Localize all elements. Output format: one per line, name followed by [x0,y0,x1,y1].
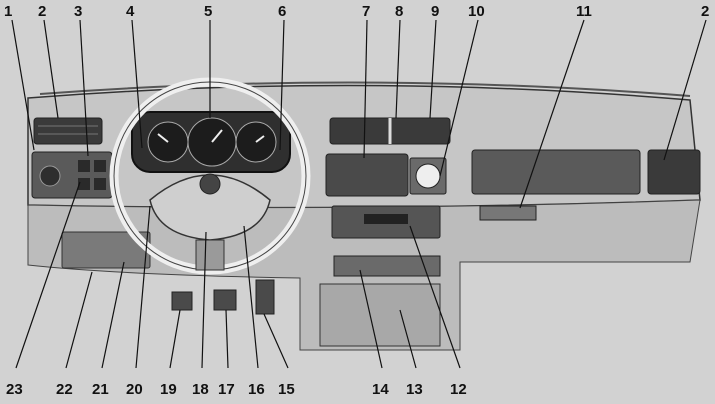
callout-23: 23 [6,381,23,398]
callout-22: 22 [56,381,73,398]
leader-line [429,19,437,119]
leader-line [131,19,143,149]
leader-line [519,19,585,209]
leader-line [439,19,479,177]
gauge-needle [211,129,223,143]
leader-line [79,19,89,157]
right-air-vent [647,149,701,195]
callout-12: 12 [450,381,467,398]
leader-line [409,225,461,369]
callout-15: 15 [278,381,295,398]
callout-17: 17 [218,381,235,398]
callout-18: 18 [192,381,209,398]
bottom-callouts: 23 22 21 20 19 18 17 16 15 14 13 12 [6,381,467,398]
leader-line [663,19,707,161]
left-air-vent [33,117,103,145]
callout-2-right: 2 [701,3,709,20]
clutch-pedal [171,291,193,311]
horn-emblem [199,173,221,195]
steering-column [195,239,225,271]
gauge-needle [157,133,169,143]
leader-line [363,19,368,159]
steering-wheel-hub [149,174,271,241]
leader-line [201,231,207,369]
leader-line [243,225,259,369]
callout-14: 14 [372,381,389,398]
callout-3: 3 [74,3,82,20]
glovebox-switches [479,205,537,221]
leader-line [169,309,181,369]
accelerator-pedal [255,279,275,315]
leader-line [395,19,401,119]
leader-line [225,309,229,369]
callout-5: 5 [204,3,212,20]
leader-line [263,313,289,369]
brake-pedal [213,289,237,311]
light-switch-knob [39,165,61,187]
callout-1: 1 [4,3,12,20]
leader-line [359,269,383,369]
switch-button [94,178,106,190]
windshield-edge [39,81,691,97]
leader-line [279,19,285,151]
heater-control-panel [325,153,409,197]
callout-8: 8 [395,3,403,20]
leader-line [65,271,93,369]
switch-button [94,160,106,172]
callout-19: 19 [160,381,177,398]
leader-lines [11,19,707,369]
switch-button [78,160,90,172]
radio-display [364,214,408,224]
callout-6: 6 [278,3,286,20]
callout-10: 10 [468,3,485,20]
callout-21: 21 [92,381,109,398]
callout-11: 11 [576,3,592,20]
console-storage [319,283,441,347]
gauge-needle [255,135,265,143]
leader-line [135,205,151,369]
glovebox-tray [471,149,641,195]
clock-face [415,163,441,189]
callout-13: 13 [406,381,423,398]
callout-20: 20 [126,381,143,398]
leader-line [11,19,35,151]
switch-button [78,178,90,190]
callout-16: 16 [248,381,265,398]
callout-2: 2 [38,3,46,20]
leader-line [43,19,59,119]
callout-4: 4 [126,3,135,20]
callout-9: 9 [431,3,439,20]
callout-7: 7 [362,3,370,20]
leader-line [399,309,417,369]
top-callouts: 1 2 3 4 5 6 7 8 9 10 11 2 [4,3,709,20]
leader-line [101,261,125,369]
leader-line [15,181,81,369]
